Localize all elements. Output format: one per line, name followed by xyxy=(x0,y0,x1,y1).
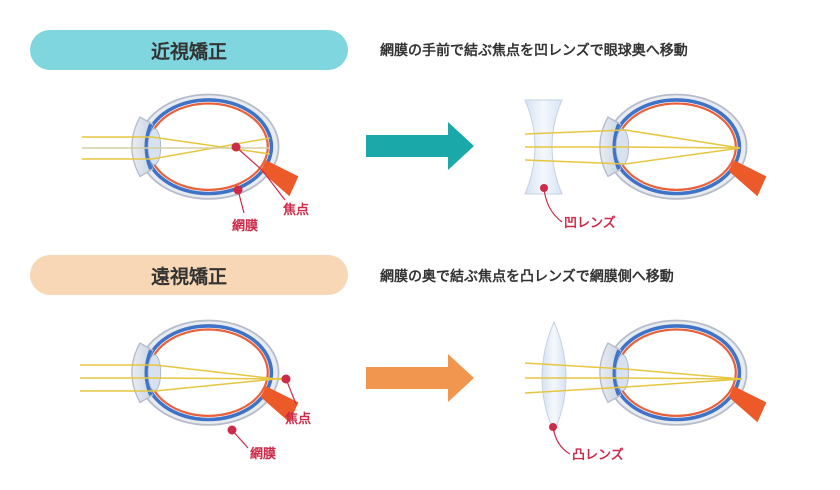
hyperopia-title: 遠視矯正 xyxy=(150,265,227,288)
myopia-arrow xyxy=(366,122,474,170)
hyperopia-eye xyxy=(130,318,301,427)
hyperopia-description: 網膜の奥で結ぶ焦点を凸レンズで網膜側へ移動 xyxy=(380,269,674,285)
hyperopia-title-pill: 遠視矯正 xyxy=(30,255,348,295)
myopia-corrected-rays xyxy=(524,129,741,165)
myopia-focus-label: 焦点 xyxy=(282,202,309,218)
concave-lens-label: 凹レンズ xyxy=(564,215,616,231)
myopia-title: 近視矯正 xyxy=(150,40,227,63)
myopia-title-pill: 近視矯正 xyxy=(30,30,348,70)
myopia-description: 網膜の手前で結ぶ焦点を凹レンズで眼球奥へ移動 xyxy=(380,43,688,59)
hyperopia-arrow xyxy=(366,354,474,402)
convex-lens-label: 凸レンズ xyxy=(572,447,624,463)
hyperopia-corrected-rays xyxy=(524,362,743,394)
convex-lens-icon xyxy=(541,320,567,434)
hyperopia-corrected-eye xyxy=(598,318,769,427)
hyperopia-focus-label: 焦点 xyxy=(284,411,311,427)
hyperopia-light-rays xyxy=(80,364,286,392)
myopia-retina-label: 網膜 xyxy=(232,218,258,234)
hyperopia-retina-label: 網膜 xyxy=(250,446,276,462)
